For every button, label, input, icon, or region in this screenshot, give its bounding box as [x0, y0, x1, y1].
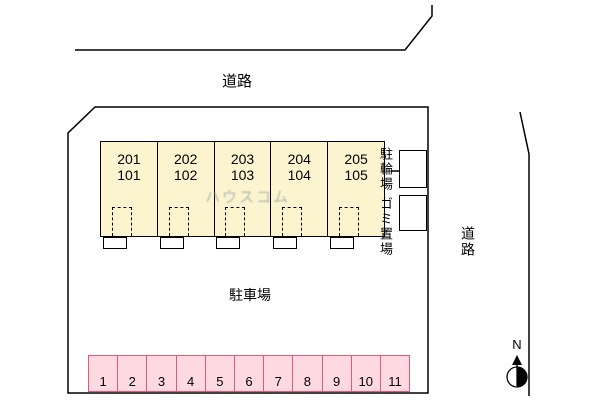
entrance-dashed-outline	[282, 207, 303, 236]
garbage-area-rect	[399, 195, 427, 231]
parking-space-number: 3	[157, 374, 166, 389]
entrance-dashed-outline	[225, 207, 246, 236]
parking-space-2: 2	[118, 356, 148, 391]
parking-space-number: 1	[99, 374, 107, 389]
parking-space-5: 5	[206, 356, 235, 391]
parking-space-number: 9	[332, 374, 341, 389]
compass-n-label: N	[512, 337, 521, 352]
parking-space-number: 10	[358, 374, 374, 389]
entrance-dashed-outline	[111, 207, 132, 236]
unit-number-upper: 201	[117, 151, 141, 167]
building-block: 201 101 202 102 203 103 204 104 205 105	[100, 141, 385, 249]
parking-space-number: 8	[303, 374, 312, 389]
porch-rect	[330, 237, 355, 249]
parking-space-4: 4	[177, 356, 206, 391]
unit-cell-4: 204 104	[271, 142, 329, 249]
parking-space-number: 2	[128, 374, 136, 389]
north-compass: N	[506, 337, 528, 388]
parking-lot-label: 駐車場	[229, 287, 271, 303]
parking-space-8: 8	[293, 356, 323, 391]
parking-space-6: 6	[235, 356, 265, 391]
parking-space-1: 1	[89, 356, 119, 391]
parking-space-9: 9	[323, 356, 352, 391]
parking-space-number: 5	[216, 374, 224, 389]
road-top-label: 道路	[221, 73, 252, 90]
compass-arrowhead	[512, 355, 522, 365]
unit-number-upper: 202	[174, 151, 198, 167]
unit-number-lower: 104	[287, 167, 311, 183]
unit-cell-5: 205 105	[328, 142, 384, 249]
compass-needle-fill	[517, 367, 527, 387]
bicycle-parking-label: 駐輪場	[378, 147, 393, 192]
porch-rect	[216, 237, 241, 249]
unit-number-lower: 101	[117, 167, 141, 183]
parking-space-3: 3	[147, 356, 177, 391]
porch-rect	[159, 237, 184, 249]
unit-cell-3: 203 103	[215, 142, 272, 249]
garbage-area-label: ゴミ置場	[378, 197, 393, 257]
parking-space-number: 4	[187, 374, 195, 389]
plot-outline	[67, 106, 429, 394]
unit-number-lower: 102	[174, 167, 198, 183]
unit-cell-2: 202 102	[158, 142, 215, 249]
unit-number-upper: 204	[287, 151, 311, 167]
parking-space-10: 10	[352, 356, 381, 391]
road-top-line	[75, 5, 433, 51]
road-right-line	[519, 111, 530, 396]
unit-number-upper: 205	[344, 151, 368, 167]
porch-rect	[273, 237, 298, 249]
porch-rect	[102, 237, 127, 249]
entrance-dashed-outline	[168, 207, 189, 236]
parking-space-11: 11	[381, 356, 409, 391]
unit-number-lower: 105	[344, 167, 368, 183]
unit-cell-1: 201 101	[101, 142, 158, 249]
unit-number-lower: 103	[230, 167, 255, 183]
watermark: ハウスコム	[205, 189, 291, 206]
entrance-dashed-outline	[339, 207, 360, 236]
parking-space-number: 7	[274, 374, 282, 389]
bicycle-parking-rect	[399, 150, 427, 188]
parking-space-7: 7	[264, 356, 294, 391]
parking-row: 1 2 3 4 5 6 7 8 9 10 11	[88, 355, 410, 392]
parking-space-number: 6	[245, 374, 253, 389]
road-right-label: 道路	[460, 226, 476, 258]
unit-number-upper: 203	[230, 151, 255, 167]
parking-space-number: 11	[388, 374, 402, 389]
